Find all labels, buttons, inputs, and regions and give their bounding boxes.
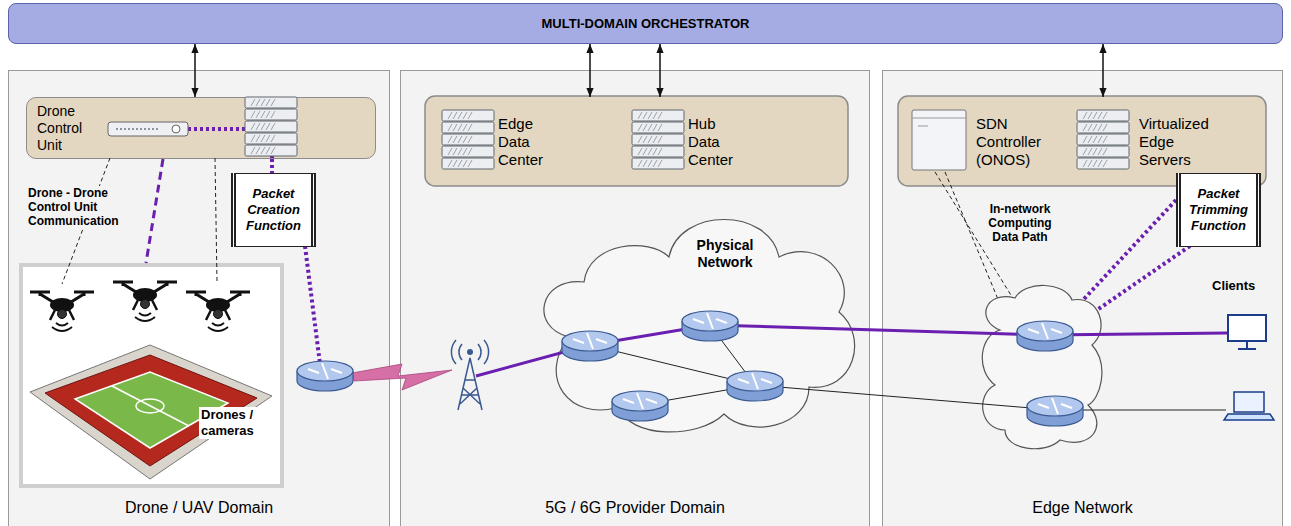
node-text: Drone / UAV Domain bbox=[125, 498, 273, 517]
node-text: Packet Trimming Function bbox=[1181, 186, 1256, 234]
node-text: 5G / 6G Provider Domain bbox=[545, 498, 725, 517]
node-text: SDN Controller (ONOS) bbox=[976, 115, 1062, 169]
function-box: Packet Trimming Function bbox=[1176, 173, 1261, 247]
domain-panel: Drone / UAV Domain Drone Control UnitPack… bbox=[8, 70, 390, 526]
controller: SDN Controller (ONOS) bbox=[906, 97, 1066, 187]
annotation-label: In-network Computing Data Path bbox=[981, 202, 1059, 244]
label-holder: Drone - Drone Control Unit Communication bbox=[28, 186, 143, 228]
domain-panel: 5G / 6G Provider Domain Edge Data Center H… bbox=[400, 70, 870, 526]
cloud-shape bbox=[544, 220, 855, 432]
node-text: Physical Network bbox=[689, 237, 761, 271]
function-box: Packet Creation Function bbox=[231, 173, 316, 247]
data-center: Hub Data Center bbox=[626, 97, 841, 187]
label-holder: In-network Computing Data Path bbox=[981, 202, 1059, 244]
annotation-label: Drone - Drone Control Unit Communication bbox=[28, 186, 143, 228]
node-text: Drone Control Unit bbox=[37, 103, 107, 154]
data-center: Edge Data Center bbox=[436, 97, 596, 187]
node-text: Virtualized Edge Servers bbox=[1139, 115, 1219, 169]
node-text: Packet Creation Function bbox=[236, 186, 311, 234]
orchestrator-band: MULTI-DOMAIN ORCHESTRATOR bbox=[8, 3, 1283, 44]
node-text: Hub Data Center bbox=[688, 115, 746, 169]
node-text: Edge Data Center bbox=[498, 115, 556, 169]
annotation-label: Clients bbox=[1212, 278, 1272, 294]
node-text: MULTI-DOMAIN ORCHESTRATOR bbox=[542, 16, 750, 31]
label-holder: Clients bbox=[1212, 278, 1272, 294]
node-text: Edge Network bbox=[1032, 498, 1133, 517]
control-unit-box: Drone Control Unit bbox=[26, 97, 376, 159]
cloud-outline bbox=[529, 217, 861, 441]
stadium-picture: Drones / cameras bbox=[19, 263, 284, 488]
network-cloud: Physical Network bbox=[529, 217, 861, 441]
node-text: Drones / cameras bbox=[199, 407, 279, 439]
domain-panel: Edge Network SDN Controller (ONOS) Virtual… bbox=[882, 70, 1283, 526]
